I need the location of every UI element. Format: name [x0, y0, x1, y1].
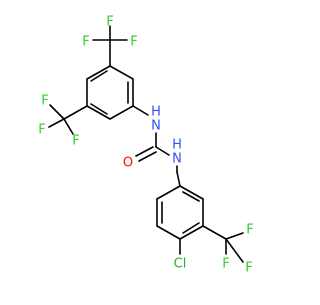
fluorine-atom: F — [246, 223, 253, 238]
structure-svg: F F F F F F H N O H N — [38, 15, 254, 276]
cf3-group-left: F F F — [38, 94, 88, 149]
bond — [156, 185, 181, 200]
bond — [86, 65, 111, 80]
molecule-diagram: F F F F F F H N O H N — [38, 15, 254, 276]
urea-linkage: H N O H N — [123, 105, 182, 187]
bond — [179, 225, 204, 240]
nitrogen-atom: N — [172, 152, 182, 167]
cf3-group-top: F F F — [82, 15, 138, 67]
bond — [132, 105, 149, 116]
fluorine-atom: F — [106, 15, 113, 30]
fluorine-atom: F — [130, 35, 137, 50]
bond — [225, 238, 244, 263]
bond — [109, 105, 134, 120]
bond — [156, 225, 181, 240]
fluorine-atom: F — [222, 257, 229, 272]
bond — [63, 105, 88, 120]
bond — [86, 105, 111, 120]
nh-hydrogen: H — [151, 105, 161, 120]
nh-hydrogen: H — [172, 138, 182, 153]
double-bond — [182, 222, 200, 234]
nitrogen-atom: N — [151, 119, 161, 134]
upper-ring — [86, 65, 134, 120]
bond — [176, 171, 181, 187]
double-bond — [135, 146, 154, 157]
bond — [63, 118, 74, 135]
bond — [49, 104, 65, 120]
oxygen-atom: O — [123, 156, 133, 171]
double-bond — [90, 103, 108, 115]
chloro-substituent: Cl — [174, 238, 187, 272]
chlorine-atom: Cl — [174, 257, 187, 272]
double-bond — [90, 70, 108, 82]
fluorine-atom: F — [82, 35, 89, 50]
bond — [179, 185, 204, 200]
fluorine-atom: F — [245, 261, 252, 276]
fluorine-atom: F — [38, 123, 45, 138]
bond — [109, 65, 134, 80]
bond — [225, 232, 244, 240]
fluorine-atom: F — [72, 134, 79, 149]
bond — [202, 225, 227, 240]
bond — [155, 146, 170, 156]
fluorine-atom: F — [41, 94, 48, 109]
double-bond — [138, 151, 157, 162]
double-bond — [182, 191, 200, 202]
bond — [48, 118, 65, 128]
cf3-group-lower: F F F — [202, 223, 254, 276]
lower-ring — [156, 185, 204, 240]
